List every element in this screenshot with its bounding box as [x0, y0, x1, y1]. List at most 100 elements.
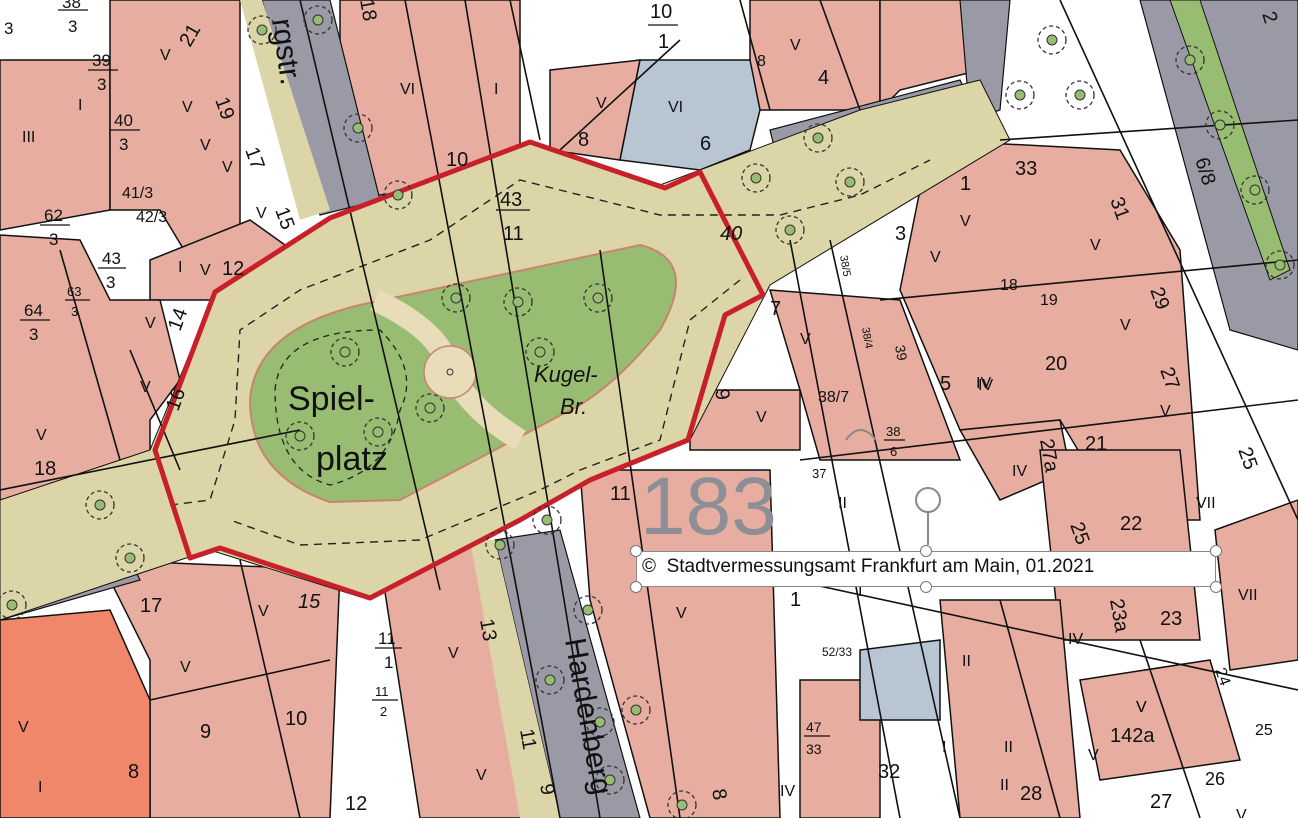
tree-icon: [835, 167, 865, 197]
parcel-number: 37: [812, 466, 826, 481]
resize-handle-top-left[interactable]: [630, 545, 642, 557]
tree-icon: [1005, 80, 1035, 110]
parcel-number: 11: [610, 483, 631, 505]
storey-numeral: VI: [668, 99, 683, 116]
tree-trunk-icon: [1249, 184, 1261, 196]
dashed-lines: [169, 159, 931, 546]
tree-icon: [303, 5, 333, 35]
tree-trunk-icon: [339, 346, 351, 358]
tree-trunk-icon: [256, 24, 268, 36]
fraction-numerator: 47: [806, 719, 822, 735]
parcel-number: 1: [658, 31, 669, 53]
fraction-numerator: 39: [92, 51, 111, 70]
resize-handle-bottom-middle[interactable]: [920, 581, 932, 593]
tree-icon: [741, 163, 771, 193]
fountain: [423, 345, 477, 399]
storey-numeral: V: [18, 719, 29, 736]
tree-icon: [441, 283, 471, 313]
storey-numeral: VII: [1238, 587, 1258, 604]
fraction-numerator: 38: [62, 0, 81, 12]
parcel-number: 8: [707, 787, 731, 802]
storey-numeral: V: [145, 315, 156, 332]
tree-icon: [1240, 175, 1270, 205]
tree-trunk-icon: [594, 716, 606, 728]
parcel-number: 28: [1020, 783, 1042, 805]
tree-trunk-icon: [1184, 54, 1196, 66]
tree-trunk-icon: [6, 599, 18, 611]
storey-numeral: V: [200, 137, 211, 154]
parcel-number: 10: [650, 1, 672, 23]
storey-numeral: V: [756, 409, 767, 426]
tree-icon: [115, 543, 145, 573]
tree-trunk-icon: [592, 292, 604, 304]
parcel-number: 6: [700, 133, 711, 155]
parcel-number: 1: [790, 589, 801, 611]
tree-trunk-icon: [582, 604, 594, 616]
parcel-number: 52/33: [822, 645, 852, 659]
storey-numeral: V: [930, 249, 941, 266]
fraction-numerator: 11: [378, 629, 396, 648]
storey-numeral: V: [1120, 317, 1131, 334]
parcel-number: 25: [1255, 722, 1273, 739]
tree-trunk-icon: [494, 539, 506, 551]
fraction-denominator: 33: [806, 741, 822, 757]
tree-trunk-icon: [534, 346, 546, 358]
playground-equipment: [845, 429, 941, 545]
tree-trunk-icon: [1074, 89, 1086, 101]
fraction-denominator: 3: [119, 135, 128, 154]
parcel-number: 20: [1045, 353, 1067, 375]
parcel-number: 39: [892, 344, 910, 362]
resize-handle-bottom-right[interactable]: [1210, 581, 1222, 593]
fraction-denominator: 1: [384, 653, 393, 672]
parcel-number: 8: [757, 53, 766, 70]
storey-numeral: II: [838, 495, 847, 512]
parcel-number: 8: [128, 761, 139, 783]
parcel-number: 15: [298, 591, 321, 613]
tree-icon: [525, 337, 555, 367]
fraction-denominator: 6: [890, 444, 897, 459]
storey-numeral: V: [258, 603, 269, 620]
fraction-dividers: [20, 9, 905, 737]
storey-numeral: V: [36, 427, 47, 444]
parcel-number: 3: [895, 223, 906, 245]
fraction-numerator: 43: [102, 249, 121, 268]
parcel-number: 42/3: [136, 209, 167, 226]
parcel-number: 26: [1205, 769, 1225, 789]
tree-trunk-icon: [450, 292, 462, 304]
parcel-number: 38/4: [859, 326, 875, 349]
fraction-denominator: 3: [29, 325, 38, 344]
copyright-text: Stadtvermessungsamt Frankfurt am Main, 0…: [666, 556, 1095, 577]
storey-numeral: VII: [1196, 495, 1216, 512]
resize-handle-top-middle[interactable]: [920, 545, 932, 557]
resize-handle-bottom-left[interactable]: [630, 581, 642, 593]
parcel-number: 41/3: [122, 185, 153, 202]
tree-icon: [330, 337, 360, 367]
storey-numeral: I: [78, 97, 82, 114]
resize-handle-top-right[interactable]: [1210, 545, 1222, 557]
storey-numeral: V: [182, 99, 193, 116]
storey-numeral: V: [960, 213, 971, 230]
parcel-number: 38/5: [837, 254, 853, 277]
storey-numeral: V: [180, 659, 191, 676]
fraction-numerator: 40: [114, 111, 133, 130]
parcel-number: 21: [1085, 433, 1107, 455]
tree-trunk-icon: [1274, 259, 1286, 271]
parcel-number: 9: [710, 387, 734, 402]
storey-numeral: V: [1160, 403, 1171, 420]
parcel-number: 38/7: [818, 389, 849, 406]
parcel-number: 8: [578, 129, 589, 151]
parcel-number: 32: [878, 761, 900, 783]
parcel-number: 19: [1040, 292, 1058, 309]
tree-icon: [667, 790, 697, 818]
storey-numeral: I: [858, 583, 862, 600]
fraction-numerator: 63: [67, 284, 81, 299]
storey-numeral: V: [256, 205, 267, 222]
storey-numeral: II: [1004, 739, 1013, 756]
tree-icon: [532, 505, 562, 535]
fraction-numerator: 11: [375, 684, 389, 699]
tree-icon: [775, 215, 805, 245]
parcel-number: 12: [222, 258, 244, 280]
parcel-number: 10: [285, 708, 307, 730]
